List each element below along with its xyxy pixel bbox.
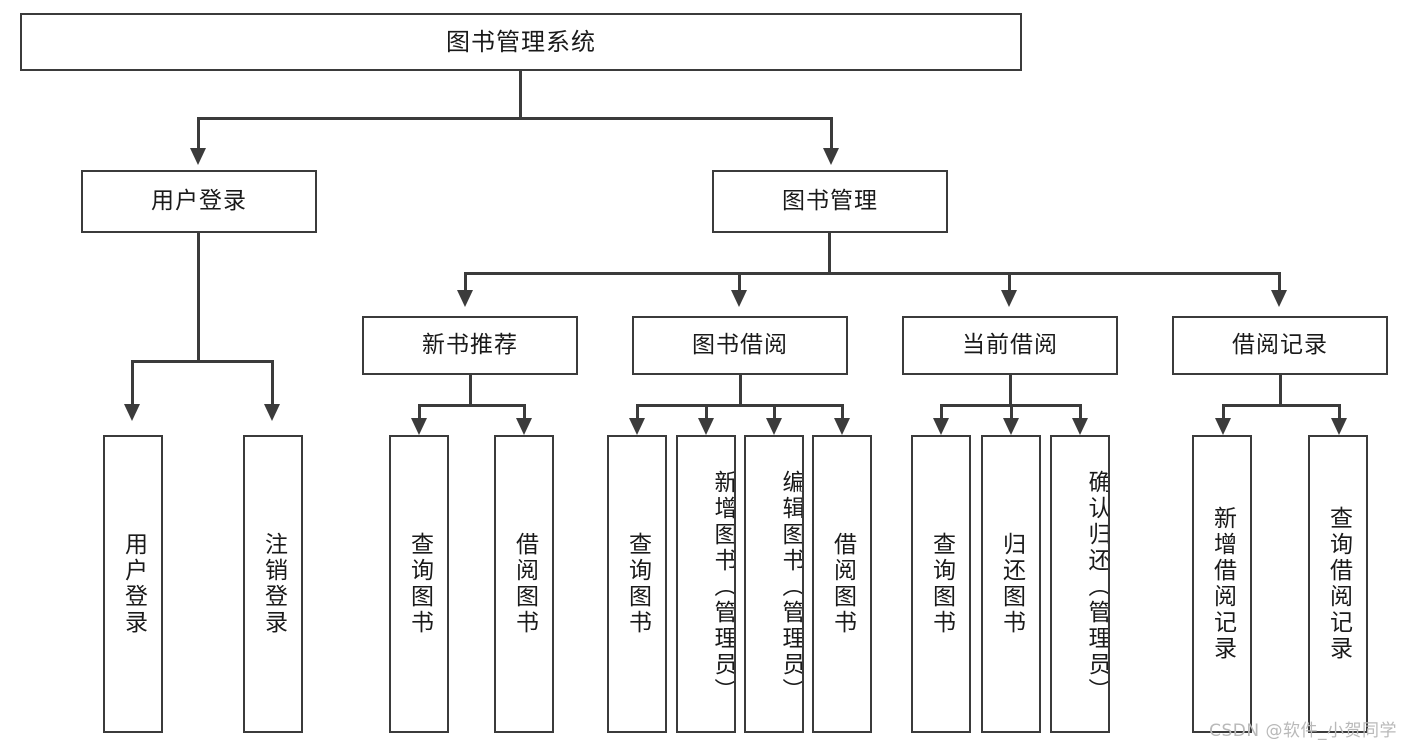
node-root-system[interactable]: 图书管理系统 xyxy=(20,13,1022,71)
arrow-icon-leaf-10 xyxy=(1003,418,1019,435)
edge-book-borrow-bus xyxy=(636,404,844,407)
edge-to-leaf-3 xyxy=(418,404,421,420)
edge-to-leaf-1 xyxy=(131,360,134,408)
leaf-borrow-book-rec[interactable]: 借阅图书 xyxy=(494,435,554,733)
node-label: 借阅记录 xyxy=(1232,331,1328,358)
leaf-edit-book-admin[interactable]: 编辑图书（管理员） xyxy=(744,435,804,733)
node-label: 确认归还（管理员） xyxy=(1084,470,1110,704)
edge-to-leaf-4 xyxy=(523,404,526,420)
arrow-icon-leaf-3 xyxy=(411,418,427,435)
node-user-login[interactable]: 用户登录 xyxy=(81,170,317,233)
arrow-icon-leaf-13 xyxy=(1331,418,1347,435)
leaf-add-borrow-record[interactable]: 新增借阅记录 xyxy=(1192,435,1252,733)
edge-book-borrow-stem xyxy=(739,375,742,407)
node-label: 图书借阅 xyxy=(692,331,788,358)
arrow-icon-leaf-2 xyxy=(264,404,280,421)
node-label: 图书管理 xyxy=(782,187,878,214)
node-label: 借阅图书 xyxy=(829,532,856,636)
arrow-icon-leaf-6 xyxy=(698,418,714,435)
node-label: 查询图书 xyxy=(406,532,433,636)
node-label: 新增图书（管理员） xyxy=(710,470,736,704)
leaf-return-book[interactable]: 归还图书 xyxy=(981,435,1041,733)
node-borrow-record[interactable]: 借阅记录 xyxy=(1172,316,1388,375)
edge-to-borrow-record xyxy=(1278,272,1281,294)
arrow-icon-book-borrow xyxy=(731,290,747,307)
leaf-add-book-admin[interactable]: 新增图书（管理员） xyxy=(676,435,736,733)
node-current-borrow[interactable]: 当前借阅 xyxy=(902,316,1118,375)
edge-to-book-mgmt xyxy=(830,117,833,152)
node-new-book-recommend[interactable]: 新书推荐 xyxy=(362,316,578,375)
node-label: 新书推荐 xyxy=(422,331,518,358)
arrow-icon-leaf-11 xyxy=(1072,418,1088,435)
leaf-borrow-book[interactable]: 借阅图书 xyxy=(812,435,872,733)
edge-to-book-borrow xyxy=(738,272,741,294)
node-label: 用户登录 xyxy=(120,532,147,636)
node-label: 查询图书 xyxy=(928,532,955,636)
arrow-icon-to-book-mgmt xyxy=(823,148,839,165)
edge-to-leaf-11 xyxy=(1079,404,1082,420)
arrow-icon-leaf-9 xyxy=(933,418,949,435)
edge-to-leaf-9 xyxy=(940,404,943,420)
arrow-icon-leaf-1 xyxy=(124,404,140,421)
edge-root-stem xyxy=(519,71,522,119)
edge-current-borrow-stem xyxy=(1009,375,1012,407)
node-label: 新增借阅记录 xyxy=(1209,506,1236,662)
arrow-icon-borrow-record xyxy=(1271,290,1287,307)
edge-book-mgmt-bus xyxy=(464,272,1280,275)
edge-to-leaf-2 xyxy=(271,360,274,408)
edge-borrow-record-bus xyxy=(1222,404,1341,407)
edge-to-new-book xyxy=(464,272,467,294)
leaf-query-book-rec[interactable]: 查询图书 xyxy=(389,435,449,733)
edge-user-login-stem xyxy=(197,233,200,363)
arrow-icon-leaf-8 xyxy=(834,418,850,435)
edge-to-leaf-12 xyxy=(1222,404,1225,420)
edge-to-leaf-7 xyxy=(773,404,776,420)
node-book-borrow[interactable]: 图书借阅 xyxy=(632,316,848,375)
arrow-icon-leaf-4 xyxy=(516,418,532,435)
node-label: 借阅图书 xyxy=(511,532,538,636)
arrow-icon-to-user-login xyxy=(190,148,206,165)
edge-to-leaf-10 xyxy=(1010,404,1013,420)
node-label: 用户登录 xyxy=(151,187,247,214)
node-label: 图书管理系统 xyxy=(446,27,596,56)
edge-root-bus xyxy=(197,117,833,120)
leaf-query-book[interactable]: 查询图书 xyxy=(607,435,667,733)
edge-to-leaf-13 xyxy=(1338,404,1341,420)
watermark-text: CSDN @软件_小贺同学 xyxy=(1209,721,1397,741)
leaf-logout[interactable]: 注销登录 xyxy=(243,435,303,733)
edge-to-current-borrow xyxy=(1008,272,1011,294)
arrow-icon-leaf-7 xyxy=(766,418,782,435)
arrow-icon-leaf-12 xyxy=(1215,418,1231,435)
arrow-icon-current-borrow xyxy=(1001,290,1017,307)
edge-to-user-login xyxy=(197,117,200,152)
arrow-icon-leaf-5 xyxy=(629,418,645,435)
node-label: 当前借阅 xyxy=(962,331,1058,358)
edge-new-book-stem xyxy=(469,375,472,407)
leaf-query-borrow-record[interactable]: 查询借阅记录 xyxy=(1308,435,1368,733)
node-book-management[interactable]: 图书管理 xyxy=(712,170,948,233)
edge-to-leaf-8 xyxy=(841,404,844,420)
edge-new-book-bus xyxy=(418,404,526,407)
leaf-user-login[interactable]: 用户登录 xyxy=(103,435,163,733)
node-label: 查询借阅记录 xyxy=(1325,506,1352,662)
leaf-query-book-current[interactable]: 查询图书 xyxy=(911,435,971,733)
edge-user-login-bus xyxy=(131,360,274,363)
leaf-confirm-return-admin[interactable]: 确认归还（管理员） xyxy=(1050,435,1110,733)
node-label: 注销登录 xyxy=(260,532,287,636)
edge-to-leaf-5 xyxy=(636,404,639,420)
node-label: 编辑图书（管理员） xyxy=(778,470,804,704)
edge-borrow-record-stem xyxy=(1279,375,1282,407)
node-label: 归还图书 xyxy=(998,532,1025,636)
arrow-icon-new-book xyxy=(457,290,473,307)
edge-book-mgmt-stem xyxy=(828,233,831,275)
node-label: 查询图书 xyxy=(624,532,651,636)
edge-to-leaf-6 xyxy=(705,404,708,420)
